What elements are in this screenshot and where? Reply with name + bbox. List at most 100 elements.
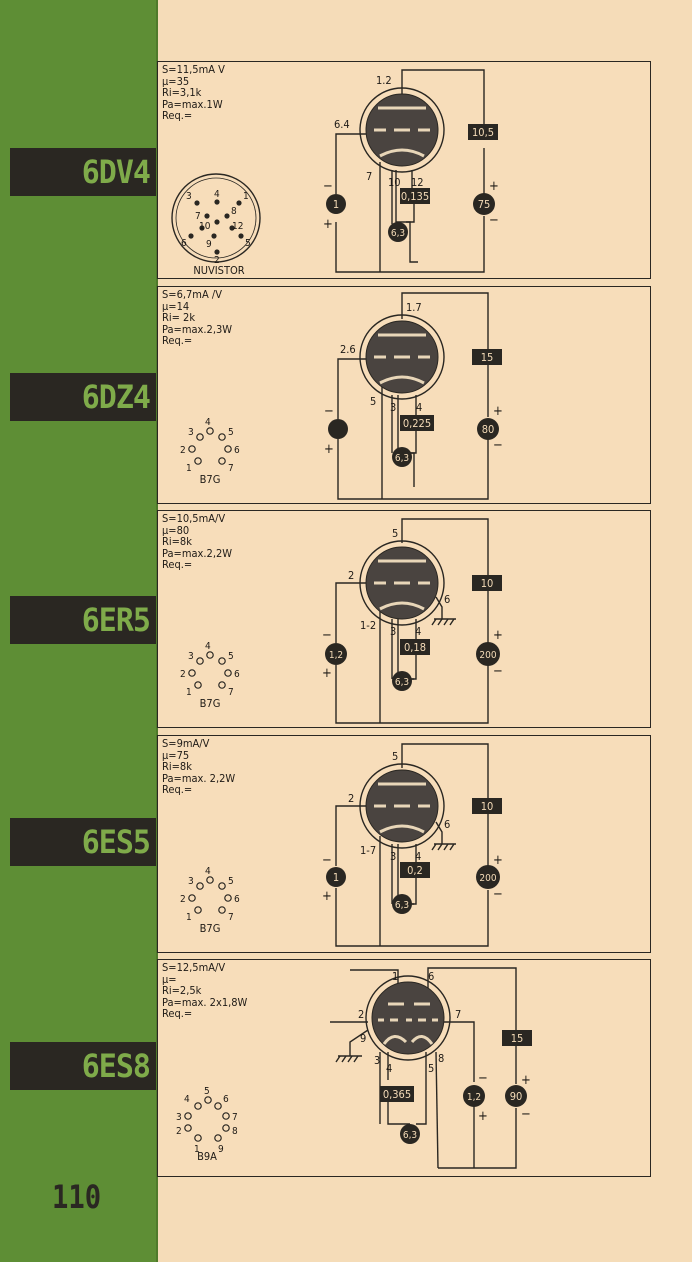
- page-number: 110: [52, 1178, 102, 1216]
- grid-voltage: 1: [333, 871, 339, 884]
- current-value: 0,225: [403, 417, 431, 430]
- socket-type: B7G: [199, 697, 221, 710]
- socket-diagram: 3 4 1 7 8 10 12 6 9 5 2 NUVISTOR: [164, 172, 274, 278]
- tube-label-6dz4: 6DZ4: [10, 373, 156, 421]
- socket-pin: 2: [180, 669, 186, 680]
- spec-transconductance: S=9mA/V: [162, 737, 210, 750]
- pin-label-grid: 2: [348, 792, 354, 805]
- socket-pin: 10: [199, 221, 211, 232]
- tube-schematic: 5 2 1-7 3 4 6 0,2 10 1 200 6,3 − + + −: [322, 743, 503, 947]
- spec-anode-dissipation: Pa=max.2,3W: [162, 322, 233, 336]
- current-value: 0,135: [401, 190, 429, 203]
- anode-voltage: 90: [510, 1090, 523, 1103]
- tube-label-6es8: 6ES8: [10, 1042, 156, 1090]
- tube-label-text: 6DZ4: [81, 378, 151, 416]
- socket-drawing: 4 5 6 3 7 2 8 1 9: [176, 1086, 238, 1155]
- socket-pin: 4: [205, 417, 211, 428]
- pin-label-heater-b: 4: [415, 625, 421, 638]
- polarity-minus: −: [493, 664, 503, 679]
- pin-label: 7: [455, 1008, 461, 1021]
- socket-pin: 1: [243, 191, 249, 202]
- spec-list: S=6,7mA /V μ=14 Ri= 2k Pa=max.2,3W Req.=: [162, 289, 232, 347]
- spec-transconductance: S=11,5mA V: [162, 63, 225, 76]
- socket-pin: 6: [223, 1094, 229, 1105]
- tube-schematic: 5 2 1-2 3 4 6 0,18 10 1,2 200 6,3 − + + …: [322, 518, 503, 724]
- tube-label-text: 6ES8: [81, 1047, 151, 1085]
- tube-panel-6er5: S=10,5mA/V μ=80 Ri=8k Pa=max.2,2W Req.= …: [157, 510, 651, 728]
- socket-pin: 8: [232, 1126, 238, 1137]
- socket-pin: 4: [214, 189, 220, 200]
- heater-voltage: 6,3: [395, 677, 409, 688]
- polarity-plus: +: [324, 442, 334, 457]
- resistor-value: 10,5: [472, 126, 494, 139]
- polarity-plus: +: [489, 179, 499, 194]
- tube-panel-6dv4: S=11,5mA V μ=35 Ri=3,1k Pa=max.1W Req.= …: [157, 61, 651, 279]
- pin-label-grid: 6.4: [334, 118, 350, 131]
- pin-label-heater-a: 3: [390, 850, 396, 863]
- polarity-minus: −: [322, 853, 332, 868]
- pin-label-anode: 1.2: [376, 74, 392, 87]
- pin-label: 2: [358, 1008, 364, 1021]
- polarity-plus: +: [493, 404, 503, 419]
- polarity-minus: −: [324, 404, 334, 419]
- heater-voltage: 6,3: [391, 228, 405, 239]
- socket-pin: 7: [195, 211, 201, 222]
- grid-voltage: 1,2: [329, 650, 343, 661]
- resistor-value: 10: [481, 577, 494, 590]
- tube-label-text: 6ES5: [81, 823, 151, 861]
- socket-pin: 5: [228, 427, 234, 438]
- spec-list: S=10,5mA/V μ=80 Ri=8k Pa=max.2,2W Req.=: [162, 513, 232, 571]
- pin-label-heater-a: 3: [390, 401, 396, 414]
- pin-label-cathode: 5: [370, 395, 376, 408]
- pin-label-heater-b: 4: [416, 401, 422, 414]
- socket-diagram: 3 4 5 2 6 1 7 B7G: [164, 639, 274, 745]
- spec-req: Req.=: [162, 558, 193, 571]
- socket-diagram: 3 4 5 2 6 1 7 B7G: [164, 415, 274, 521]
- pin-label-anode: 1.7: [406, 301, 422, 314]
- spec-amplification: μ=14: [162, 299, 190, 313]
- current-value: 0,365: [383, 1088, 411, 1101]
- socket-pin: 6: [234, 669, 240, 680]
- socket-pin: 8: [231, 206, 237, 217]
- socket-pin: 7: [232, 1112, 238, 1123]
- anode-voltage: 75: [478, 198, 491, 211]
- polarity-minus: −: [493, 438, 503, 453]
- socket-type: B7G: [199, 473, 221, 486]
- socket-drawing: 3 4 5 2 6 1 7: [180, 417, 240, 474]
- socket-pin: 5: [245, 238, 251, 249]
- spec-anode-dissipation: Pa=max. 2,2W: [162, 771, 236, 785]
- spec-anode-dissipation: Pa=max.2,2W: [162, 546, 233, 560]
- anode-voltage: 80: [482, 423, 495, 436]
- socket-pin: 7: [228, 463, 234, 474]
- current-value: 0,2: [407, 864, 423, 877]
- socket-drawing: 3 4 1 7 8 10 12 6 9 5 2: [171, 173, 261, 264]
- spec-req: Req.=: [162, 334, 193, 347]
- polarity-plus: +: [493, 628, 503, 643]
- socket-pin: 3: [188, 427, 194, 438]
- pin-label-cathode: 1-2: [360, 619, 376, 632]
- socket-pin: 6: [234, 445, 240, 456]
- socket-pin: 2: [180, 894, 186, 905]
- pin-label: 4: [386, 1062, 392, 1075]
- pin-label-screen: 6: [444, 593, 450, 606]
- tube-panel-6dz4: S=6,7mA /V μ=14 Ri= 2k Pa=max.2,3W Req.=…: [157, 286, 651, 504]
- pin-label: 1: [392, 970, 398, 983]
- tube-schematic: 1 6 2 7 9 3 4 5 8 0,365 15 1,2 90 6,3 − …: [330, 967, 532, 1169]
- spec-internal-resistance: Ri= 2k: [162, 311, 196, 324]
- socket-pin: 7: [228, 687, 234, 698]
- socket-pin: 3: [176, 1112, 182, 1123]
- polarity-minus: −: [322, 628, 332, 643]
- spec-req: Req.=: [162, 109, 193, 122]
- tube-label-6es5: 6ES5: [10, 818, 156, 866]
- socket-pin: 5: [228, 876, 234, 887]
- spec-amplification: μ=75: [162, 748, 190, 762]
- resistor-value: 15: [511, 1032, 524, 1045]
- pin-label-anode: 5: [392, 527, 398, 540]
- spec-amplification: μ=80: [162, 523, 190, 537]
- socket-drawing: 3 4 5 2 6 1 7: [180, 866, 240, 923]
- spec-anode-dissipation: Pa=max. 2x1,8W: [162, 995, 248, 1009]
- spec-internal-resistance: Ri=2,5k: [162, 984, 202, 997]
- spec-transconductance: S=6,7mA /V: [162, 288, 222, 301]
- polarity-plus: +: [322, 666, 332, 681]
- pin-label-heater-a: 3: [390, 625, 396, 638]
